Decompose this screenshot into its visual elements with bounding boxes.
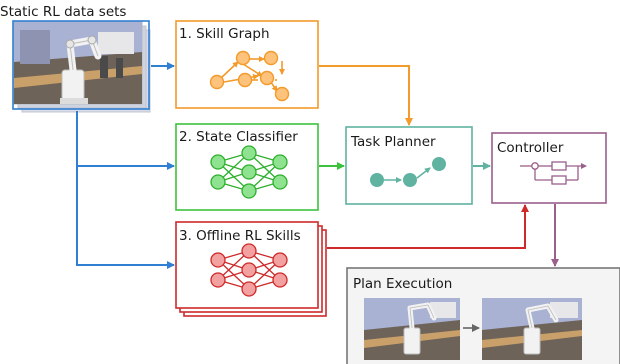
task-planner-label: Task Planner xyxy=(350,134,436,150)
execution-frame-1 xyxy=(364,298,460,360)
dataset-image-stack xyxy=(13,21,151,113)
controller-box xyxy=(491,132,607,204)
plan-sequence-icon xyxy=(370,157,446,187)
task-planner-box xyxy=(345,126,473,205)
skill-graph-to-planner-arrow xyxy=(319,65,413,126)
skills-to-controller-arrow xyxy=(327,204,529,249)
controller-label: Controller xyxy=(497,140,564,156)
state-classifier-label: 2. State Classifier xyxy=(179,129,298,145)
execution-frame-2 xyxy=(482,298,582,360)
skill-graph-box xyxy=(175,20,319,109)
dataset-connectors xyxy=(76,62,175,269)
plan-execution-label: Plan Execution xyxy=(353,276,452,292)
neural-network-icon-red xyxy=(210,243,288,297)
offline-skills-label: 3. Offline RL Skills xyxy=(179,228,301,244)
dataset-label: Static RL data sets xyxy=(0,4,126,20)
control-loop-icon xyxy=(520,161,587,185)
skill-graph-icon xyxy=(209,50,290,102)
neural-network-icon-green xyxy=(210,145,288,199)
skill-graph-label: 1. Skill Graph xyxy=(179,26,270,42)
dataset-frame xyxy=(12,20,150,110)
